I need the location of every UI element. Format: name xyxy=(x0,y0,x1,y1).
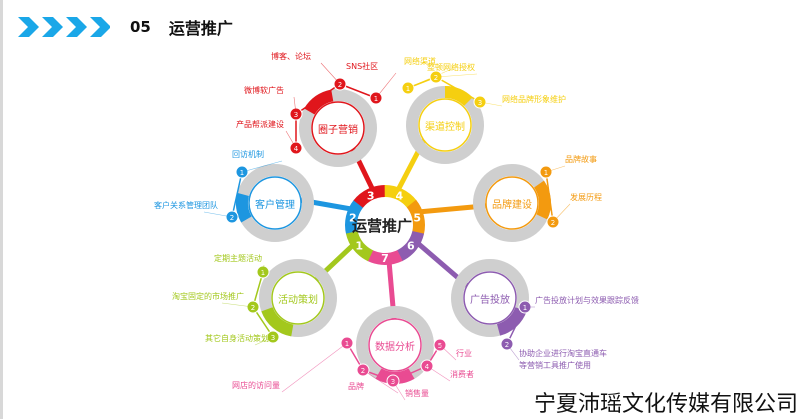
branch-label: 品牌 xyxy=(348,382,364,391)
node-title-channel-control: 渠道控制 xyxy=(425,122,465,133)
svg-text:3: 3 xyxy=(478,99,482,107)
branch-label: 网络渠道 xyxy=(404,57,436,66)
hub-segment-2 xyxy=(345,199,366,235)
node-title-circle-marketing: 圈子营销 xyxy=(318,125,358,136)
left-border xyxy=(0,0,3,419)
branch-label: 发展历程 xyxy=(570,193,602,202)
svg-text:2: 2 xyxy=(551,219,555,227)
hub-segment-1 xyxy=(345,230,375,262)
svg-text:2: 2 xyxy=(434,74,438,82)
branch-label: 等营销工具推广使用 xyxy=(519,361,591,370)
branch-label: 产品帮派建设 xyxy=(236,120,284,129)
svg-text:2: 2 xyxy=(251,304,255,312)
branch-label: 网络品牌形象维护 xyxy=(502,95,566,104)
hub-segment-number: 5 xyxy=(413,212,421,225)
branch-label: 广告投放计划与效果跟踪反馈 xyxy=(535,296,639,305)
branch-label: 销售量 xyxy=(405,389,429,398)
hub-segment-number: 4 xyxy=(395,189,403,202)
hub-segment-7 xyxy=(367,248,403,265)
node-title-brand-building: 品牌建设 xyxy=(492,200,532,211)
hub-segment-number: 3 xyxy=(367,189,375,202)
svg-text:4: 4 xyxy=(425,363,430,371)
svg-text:1: 1 xyxy=(345,340,349,348)
hub-segment-6 xyxy=(395,230,425,262)
svg-text:1: 1 xyxy=(544,169,548,177)
svg-text:3: 3 xyxy=(391,378,395,386)
svg-text:1: 1 xyxy=(240,169,244,177)
hub-title: 运营推广 xyxy=(352,217,413,235)
branch-label: 客户关系管理团队 xyxy=(154,201,218,210)
svg-text:1: 1 xyxy=(523,304,527,312)
branch-label: 网店的访问量 xyxy=(232,381,280,390)
hub-segment-5 xyxy=(404,199,425,235)
node-title-customer-management: 客户管理 xyxy=(255,200,295,211)
branch-label: 协助企业进行淘宝直通车 xyxy=(519,349,607,358)
chevrons-icon xyxy=(18,17,110,37)
branch-label: 微博软广告 xyxy=(244,86,284,95)
svg-text:2: 2 xyxy=(361,367,365,375)
svg-text:2: 2 xyxy=(338,81,342,89)
branch-label: 定期主题活动 xyxy=(214,254,262,263)
svg-text:3: 3 xyxy=(271,334,275,342)
branch-label: 整顿网络授权 xyxy=(427,63,475,72)
section-title: 运营推广 xyxy=(168,19,233,38)
branch-label: 品牌故事 xyxy=(565,155,597,164)
branch-label: 回访机制 xyxy=(232,150,264,159)
svg-text:1: 1 xyxy=(261,269,265,277)
section-header: 05 运营推广 xyxy=(18,12,233,42)
svg-text:1: 1 xyxy=(406,85,410,93)
hub-segment-4 xyxy=(384,185,417,210)
branch-label: 消费者 xyxy=(450,370,474,379)
node-title-ad-placement: 广告投放 xyxy=(470,295,510,306)
branch-label: SNS社区 xyxy=(346,62,379,71)
hub-segment-3 xyxy=(353,185,386,210)
svg-text:2: 2 xyxy=(505,341,509,349)
hub-segment-number: 6 xyxy=(407,240,415,253)
svg-text:1: 1 xyxy=(374,95,378,103)
hub-segment-number: 7 xyxy=(381,252,389,265)
section-number: 05 xyxy=(130,18,151,36)
branch-label: 其它自身活动策划 xyxy=(205,334,269,343)
svg-text:5: 5 xyxy=(438,342,442,350)
branch-label: 博客、论坛 xyxy=(271,52,311,61)
branch-label: 行业 xyxy=(456,349,472,358)
hub-segment-number: 1 xyxy=(355,240,363,253)
branch-label: 淘宝固定的市场推广 xyxy=(172,292,244,301)
svg-text:4: 4 xyxy=(294,145,299,153)
hub-segment-number: 2 xyxy=(349,212,357,225)
svg-text:3: 3 xyxy=(294,111,298,119)
node-title-activity-planning: 活动策划 xyxy=(278,295,318,306)
node-title-data-analysis: 数据分析 xyxy=(375,342,415,353)
company-name: 宁夏沛瑶文化传媒有限公司 xyxy=(529,391,798,419)
svg-text:2: 2 xyxy=(230,214,234,222)
